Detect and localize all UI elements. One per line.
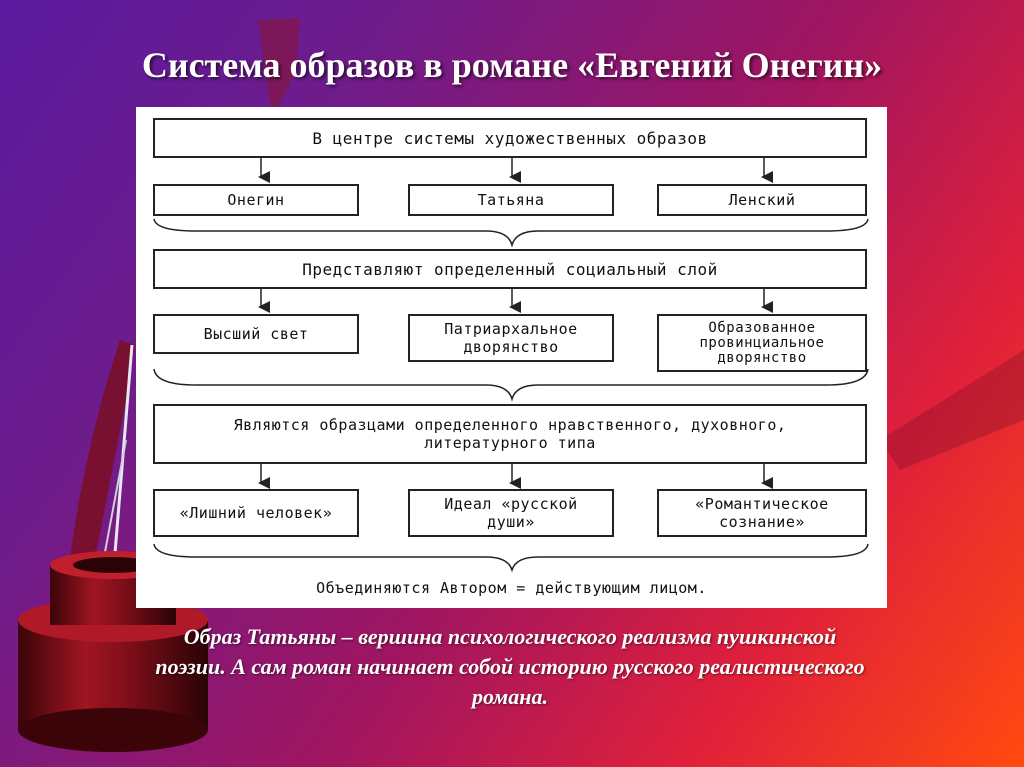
level1-item-tatyana: Татьяна (408, 184, 614, 216)
level1-item-lensky: Ленский (657, 184, 867, 216)
level2-item-educated: Образованное провинциальное дворянство (657, 314, 867, 372)
level3-item-russian-soul: Идеал «русской души» (408, 489, 614, 537)
hierarchy-diagram: В центре системы художественных образов … (136, 107, 887, 608)
level1-header: В центре системы художественных образов (153, 118, 867, 158)
level3-item-superfluous: «Лишний человек» (153, 489, 359, 537)
level3-header: Являются образцами определенного нравств… (153, 404, 867, 464)
level2-item-high-society: Высший свет (153, 314, 359, 354)
diagram-footer: Объединяются Автором = действующим лицом… (136, 579, 887, 597)
slide-caption: Образ Татьяны – вершина психологического… (150, 622, 870, 712)
level2-item-patriarchal: Патриархальное дворянство (408, 314, 614, 362)
slide-title: Система образов в романе «Евгений Онегин… (0, 44, 1024, 86)
level2-header: Представляют определенный социальный сло… (153, 249, 867, 289)
level1-item-onegin: Онегин (153, 184, 359, 216)
level3-item-romantic: «Романтическое сознание» (657, 489, 867, 537)
